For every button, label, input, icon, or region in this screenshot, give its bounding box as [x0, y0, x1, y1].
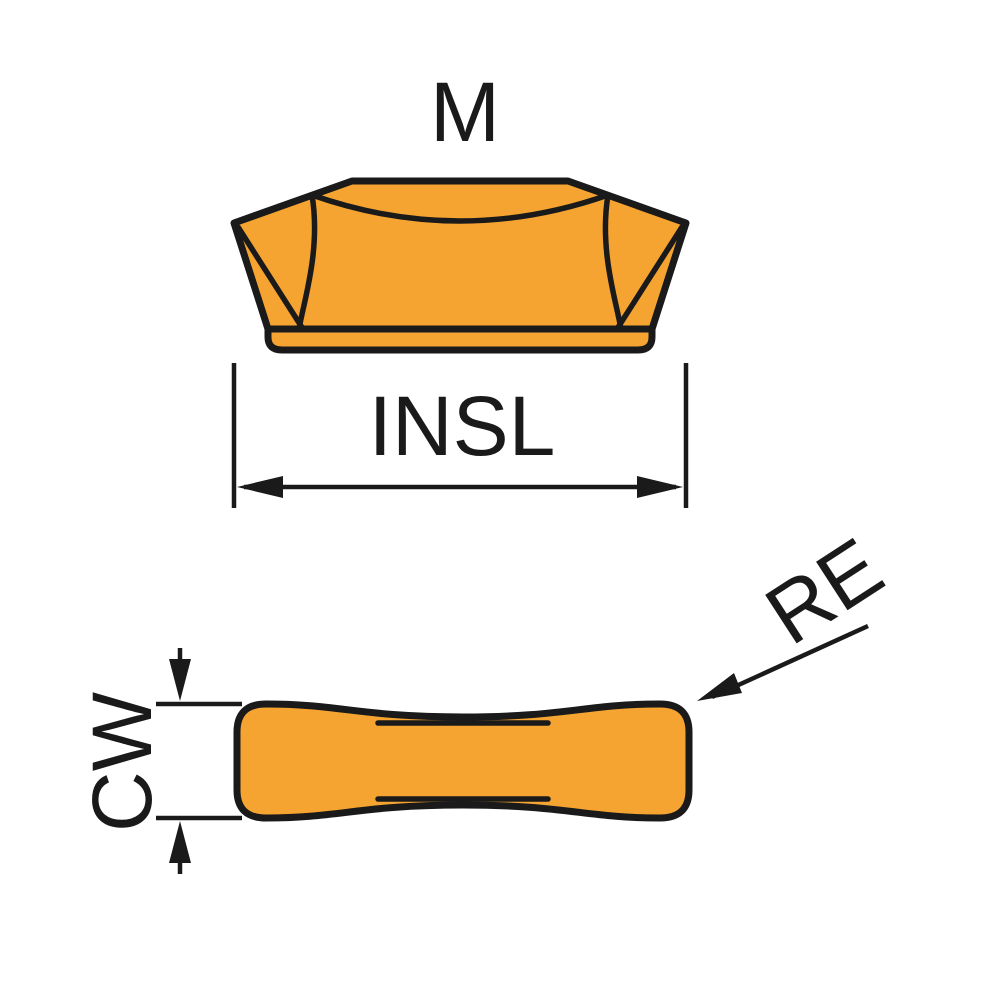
front-view-rake-curve [309, 192, 611, 224]
front-view-left-relief-curve [296, 192, 318, 332]
front-view-group: M [230, 65, 690, 354]
cw-dimension-group: CW [75, 648, 242, 874]
label-re: RE [749, 520, 898, 662]
label-insl: INSL [369, 379, 556, 473]
front-view-right-edge-line [614, 224, 685, 332]
top-view-group [233, 700, 693, 822]
insl-dimension-group: INSL [231, 363, 689, 508]
cw-arrowhead-top [169, 659, 191, 701]
front-view-right-relief-curve [602, 192, 624, 332]
insl-arrowhead-left [237, 476, 283, 498]
label-cw: CW [75, 692, 169, 832]
insl-arrowhead-right [637, 476, 683, 498]
re-arrowhead [697, 673, 742, 701]
re-leader-group: RE [697, 520, 899, 701]
label-view-m: M [430, 65, 500, 159]
front-view-left-edge-line [235, 224, 306, 332]
top-view-body [233, 700, 693, 822]
front-view-body [230, 177, 690, 354]
cw-arrowhead-bottom [169, 821, 191, 863]
